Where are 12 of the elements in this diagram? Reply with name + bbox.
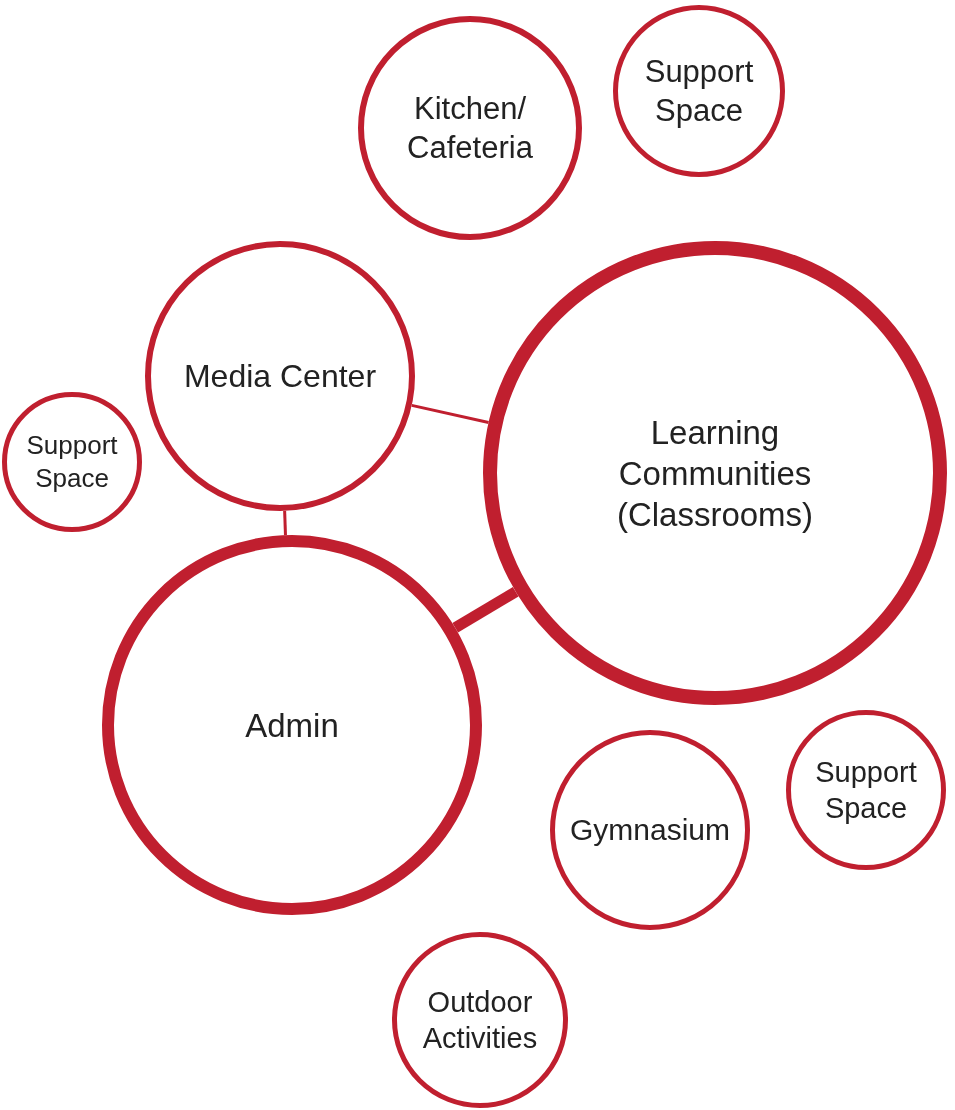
space-label: Support Space <box>25 429 119 495</box>
connector-line <box>283 510 287 536</box>
space-label: Support Space <box>643 53 755 130</box>
space-label: Outdoor Activities <box>421 985 539 1056</box>
space-label: Media Center <box>183 357 377 396</box>
space-label: Learning Communities (Classrooms) <box>615 412 815 535</box>
space-label: Gymnasium <box>569 812 730 848</box>
space-label: Kitchen/ Cafeteria <box>406 90 534 167</box>
space-label: Support Space <box>814 755 918 826</box>
connector-line <box>411 403 489 424</box>
connector-line <box>452 587 519 633</box>
space-label: Admin <box>245 705 339 746</box>
